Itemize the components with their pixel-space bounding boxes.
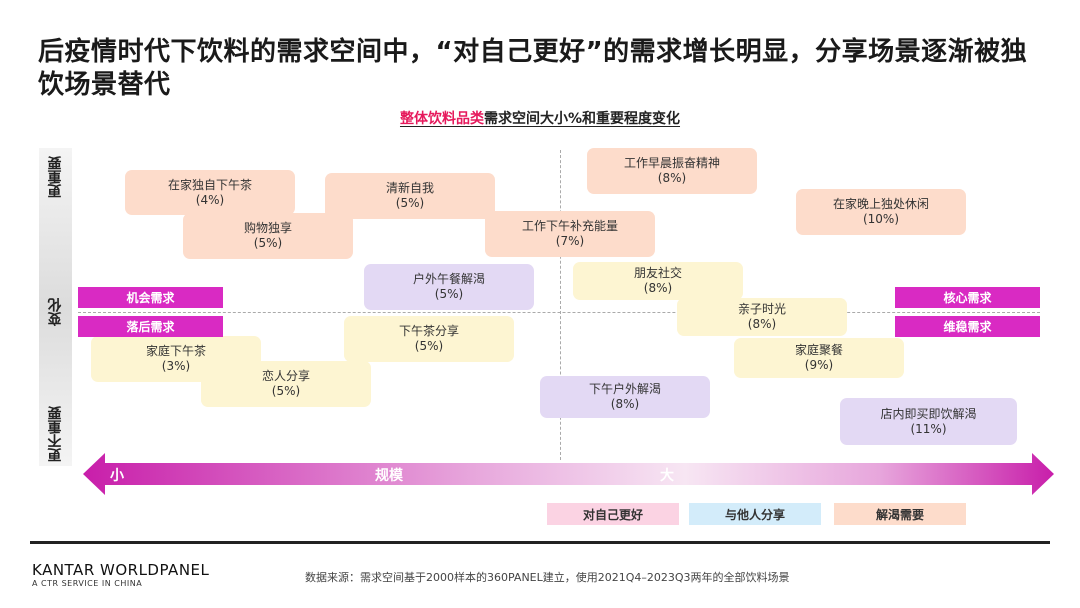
bubble-value: (3%) bbox=[161, 359, 191, 373]
bubble-value: (5%) bbox=[395, 196, 425, 210]
bubble-value: (8%) bbox=[657, 171, 687, 185]
data-source-note: 数据来源：需求空间基于2000样本的360PANEL建立，使用2021Q4–20… bbox=[305, 571, 790, 584]
chart-title-highlight: 整体饮料品类 bbox=[399, 111, 484, 127]
bubble-label: 户外午餐解渴 bbox=[412, 272, 485, 286]
bubble-point: 在家独自下午茶(4%) bbox=[125, 170, 295, 215]
bubble-point: 购物独享(5%) bbox=[183, 213, 353, 259]
chart-title: 整体饮料品类需求空间大小%和重要程度变化 bbox=[0, 108, 1080, 128]
bubble-value: (8%) bbox=[610, 397, 640, 411]
bubble-point: 工作早晨振奋精神(8%) bbox=[587, 148, 757, 194]
bubble-point: 家庭聚餐(9%) bbox=[734, 338, 904, 378]
bubble-label: 下午户外解渴 bbox=[588, 382, 661, 396]
footer-divider bbox=[30, 541, 1050, 544]
legend-share-with-others: 与他人分享 bbox=[689, 503, 821, 525]
bubble-value: (9%) bbox=[804, 358, 834, 372]
bubble-value: (5%) bbox=[434, 287, 464, 301]
bubble-label: 店内即买即饮解渴 bbox=[880, 406, 977, 421]
bubble-label: 下午茶分享 bbox=[398, 324, 459, 338]
quadrant-tag-lagging: 落后需求 bbox=[78, 316, 223, 337]
bubble-value: (4%) bbox=[195, 192, 225, 207]
quadrant-tag-stable: 维稳需求 bbox=[895, 316, 1040, 337]
bubble-value: (7%) bbox=[555, 234, 585, 248]
bubble-label: 在家独自下午茶 bbox=[167, 177, 252, 192]
bubble-label: 工作下午补充能量 bbox=[521, 219, 618, 233]
bubble-label: 家庭下午茶 bbox=[145, 344, 206, 358]
page-title: 后疫情时代下饮料的需求空间中，“对自己更好”的需求增长明显，分享场景逐渐被独饮场… bbox=[38, 37, 1028, 100]
bubble-label: 朋友社交 bbox=[633, 266, 682, 280]
bubble-point: 下午户外解渴(8%) bbox=[540, 376, 710, 418]
x-axis-label-middle: 规模 bbox=[375, 468, 403, 484]
chart-title-rest: 需求空间大小%和重要程度变化 bbox=[483, 111, 681, 127]
legend-thirst: 解渴需要 bbox=[834, 503, 966, 525]
bubble-label: 购物独享 bbox=[243, 221, 292, 235]
bubble-point: 亲子时光(8%) bbox=[677, 298, 847, 336]
bubble-label: 清新自我 bbox=[385, 181, 434, 195]
bubble-label: 恋人分享 bbox=[261, 369, 310, 383]
horizontal-midline bbox=[78, 312, 1040, 313]
y-axis-label-top: 更重要 bbox=[47, 156, 64, 198]
y-axis-label-bottom: 更不重要 bbox=[47, 406, 64, 462]
bubble-point: 恋人分享(5%) bbox=[201, 361, 371, 407]
bubble-point: 店内即买即饮解渴(11%) bbox=[840, 398, 1017, 445]
quadrant-tag-opportunity: 机会需求 bbox=[78, 287, 223, 308]
y-axis-bar bbox=[39, 148, 72, 466]
x-axis-label-right: 大 bbox=[660, 468, 674, 484]
bubble-label: 家庭聚餐 bbox=[794, 343, 843, 357]
bubble-value: (5%) bbox=[414, 339, 444, 353]
bubble-value: (8%) bbox=[643, 281, 673, 295]
bubble-point: 清新自我(5%) bbox=[325, 173, 495, 219]
bubble-label: 亲子时光 bbox=[737, 302, 786, 316]
bubble-value: (11%) bbox=[910, 421, 947, 436]
bubble-value: (5%) bbox=[253, 236, 283, 250]
bubble-point: 户外午餐解渴(5%) bbox=[364, 264, 534, 310]
bubble-point: 在家晚上独处休闲(10%) bbox=[796, 189, 966, 235]
x-axis-arrow bbox=[83, 453, 1054, 495]
brand-subtitle: A CTR SERVICE IN CHINA bbox=[32, 579, 143, 588]
y-axis-label-middle: 变化 bbox=[47, 298, 64, 326]
bubble-value: (8%) bbox=[747, 317, 777, 331]
bubble-point: 朋友社交(8%) bbox=[573, 262, 743, 300]
bubble-point: 下午茶分享(5%) bbox=[344, 316, 514, 362]
bubble-point: 工作下午补充能量(7%) bbox=[485, 211, 655, 257]
brand-logo: KANTAR WORLDPANEL bbox=[32, 561, 210, 579]
bubble-label: 工作早晨振奋精神 bbox=[623, 156, 720, 170]
bubble-value: (5%) bbox=[271, 384, 301, 398]
vertical-midline bbox=[560, 150, 561, 460]
quadrant-tag-core: 核心需求 bbox=[895, 287, 1040, 308]
bubble-label: 在家晚上独处休闲 bbox=[832, 197, 929, 211]
x-axis-label-left: 小 bbox=[110, 468, 124, 484]
legend-self-better: 对自己更好 bbox=[547, 503, 679, 525]
bubble-value: (10%) bbox=[862, 212, 900, 226]
